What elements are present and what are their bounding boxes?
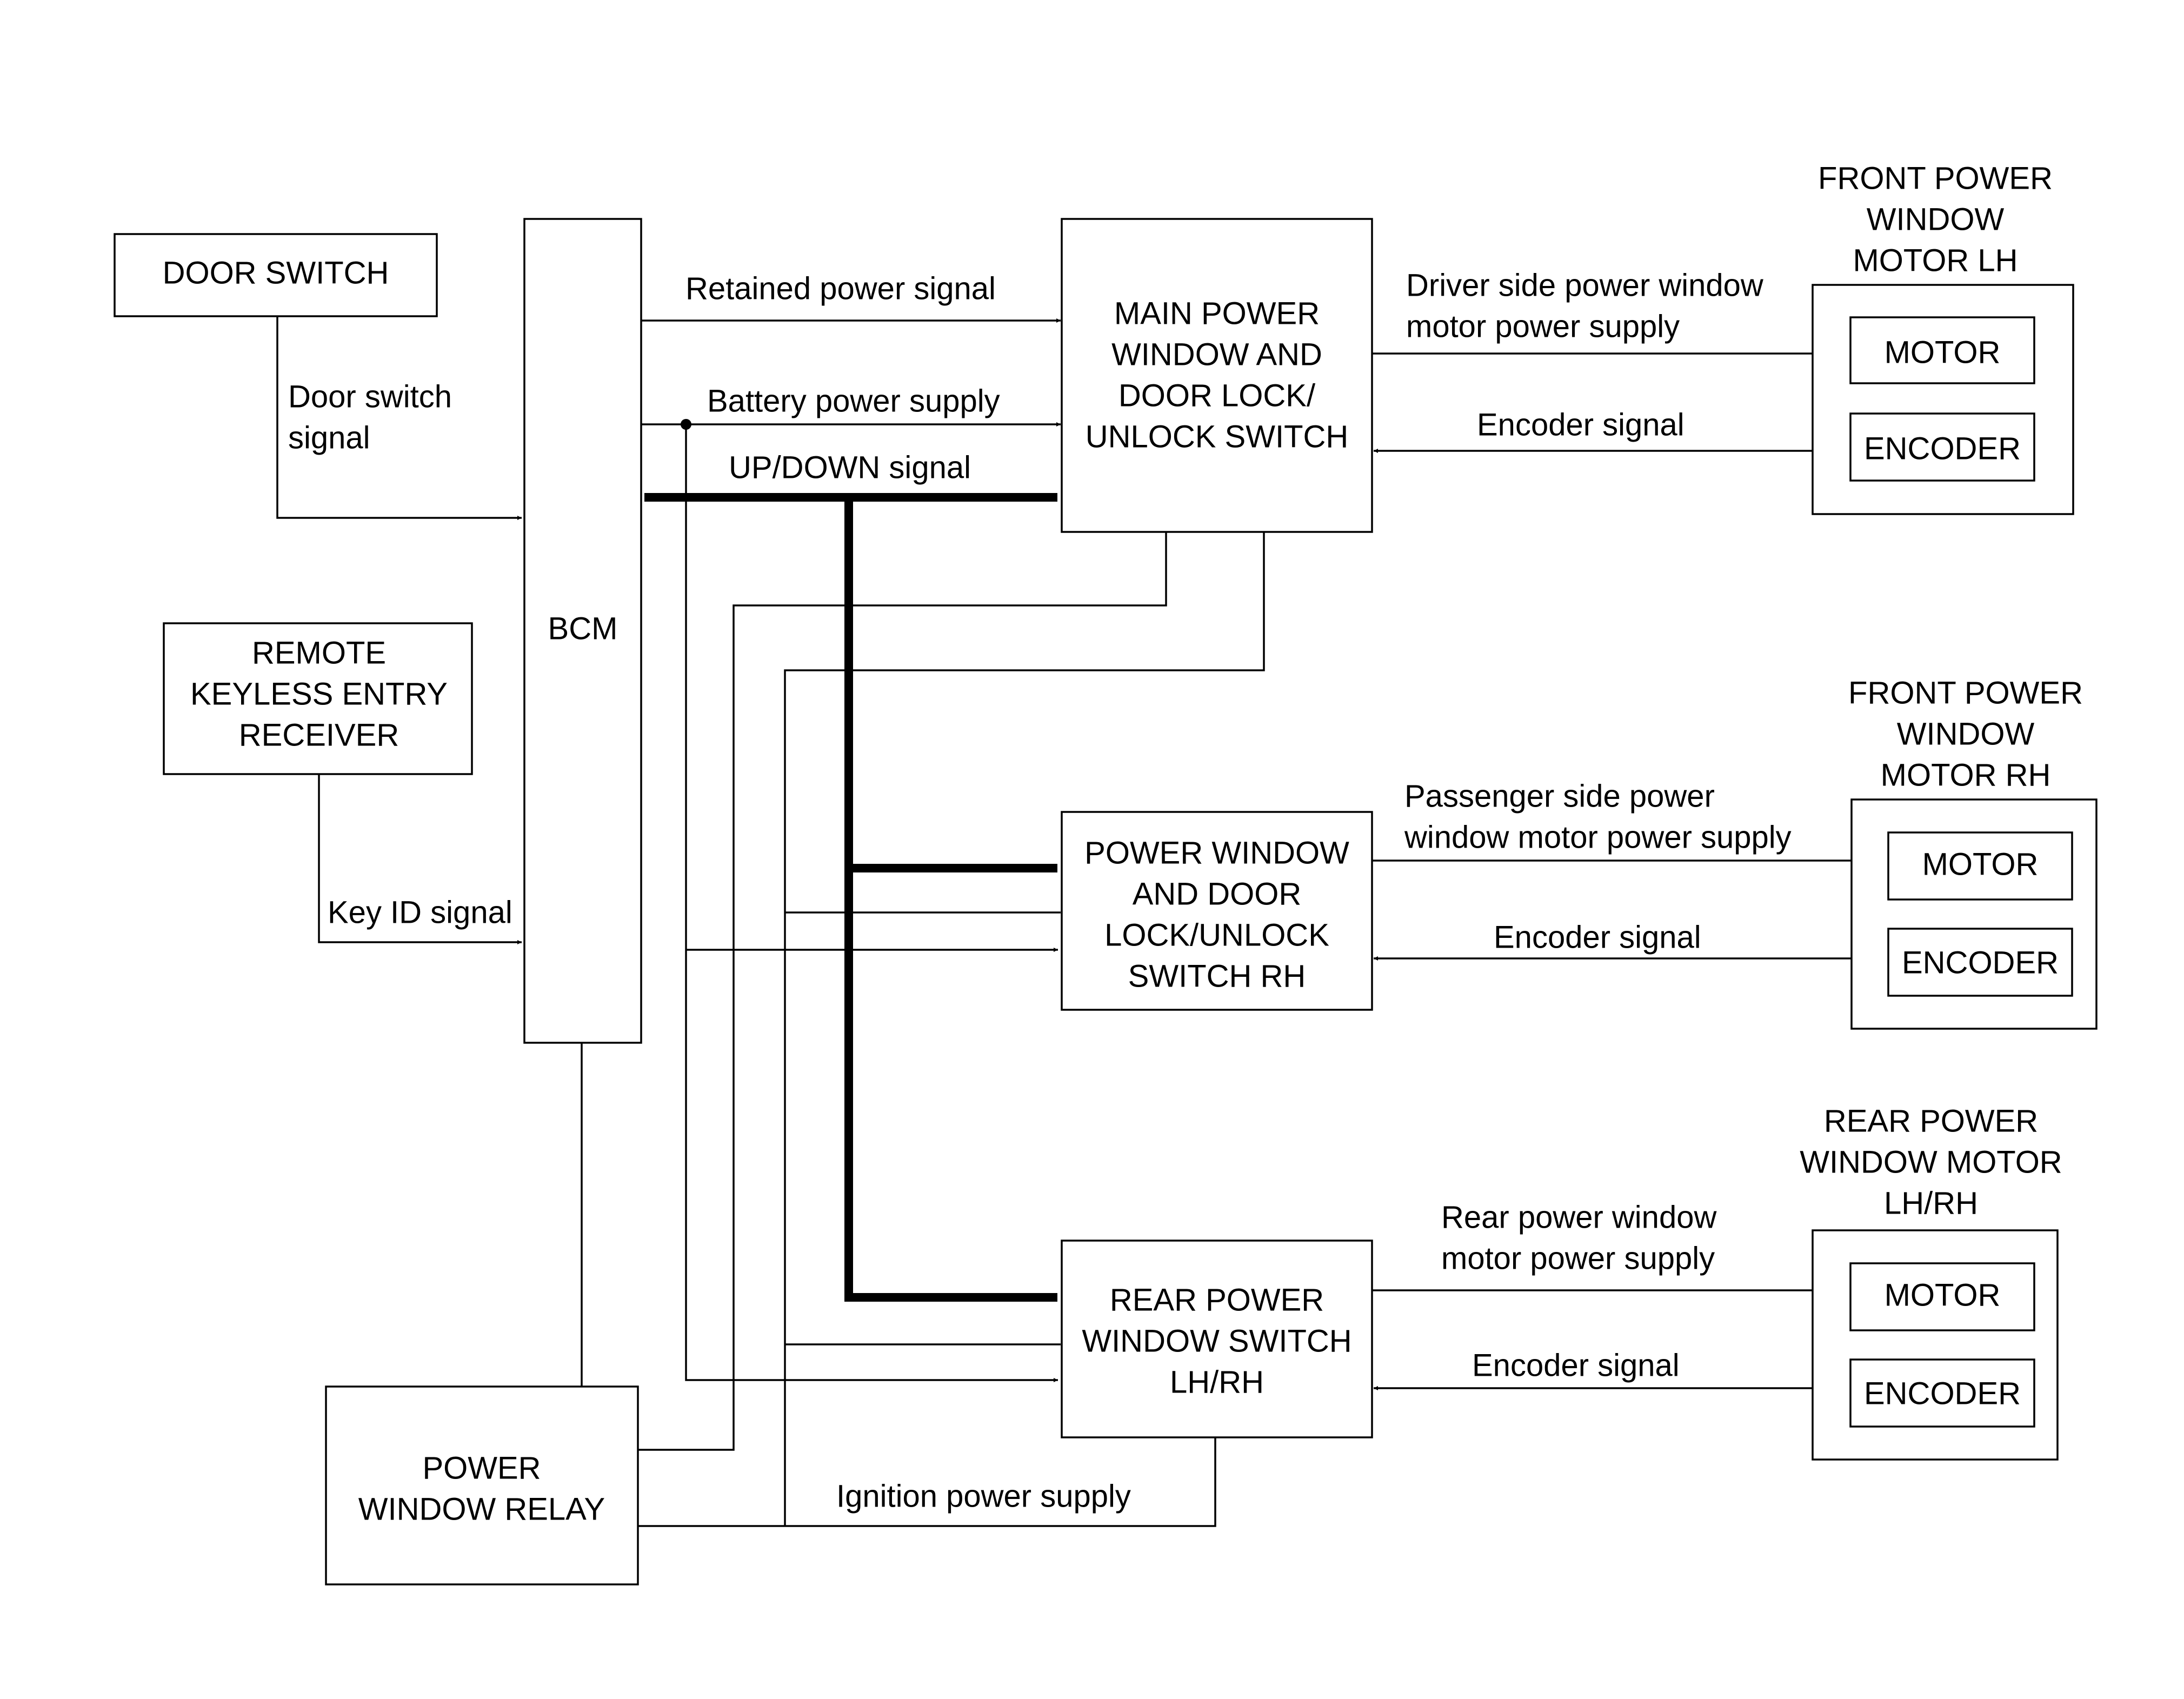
driver-supply-label-line2: motor power supply — [1406, 309, 1680, 344]
switch-rh-block: POWER WINDOW AND DOOR LOCK/UNLOCK SWITCH… — [1061, 811, 1373, 1011]
motor-rh-title-line3: MOTOR RH — [1881, 757, 2051, 792]
motor-lh-title-line1: FRONT POWER — [1818, 161, 2053, 196]
remote-keyless-label-line2: KEYLESS ENTRY — [190, 676, 448, 711]
door-switch-signal-label-line1: Door switch — [288, 379, 452, 414]
motor-rh-title-line2: WINDOW — [1897, 716, 2035, 751]
main-switch-label-line3: DOOR LOCK/ — [1118, 378, 1316, 413]
motor-rear-encoder-label: ENCODER — [1864, 1376, 2021, 1411]
bcm-block: BCM — [523, 218, 642, 1044]
motor-rear-group: REAR POWER WINDOW MOTOR LH/RH MOTOR ENCO… — [1800, 1103, 2062, 1461]
switch-rh-label-line3: LOCK/UNLOCK — [1104, 917, 1329, 952]
main-ignition-line — [784, 532, 1265, 1526]
bcm-label: BCM — [548, 611, 618, 646]
main-switch-label-line4: UNLOCK SWITCH — [1086, 419, 1349, 454]
motor-lh-encoder-label: ENCODER — [1864, 431, 2021, 466]
passenger-supply-label-line2: window motor power supply — [1404, 819, 1792, 855]
motor-lh-motor — [1849, 316, 2035, 384]
encoder-lh-label: Encoder signal — [1477, 407, 1684, 442]
encoder-rh-label: Encoder signal — [1494, 920, 1701, 955]
battery-power-label: Battery power supply — [707, 383, 1000, 418]
power-window-relay-block: POWER WINDOW RELAY — [325, 1385, 639, 1585]
motor-rh-motor-label: MOTOR — [1922, 847, 2039, 882]
motor-lh-motor-label: MOTOR — [1885, 335, 2001, 370]
motor-rh-group: FRONT POWER WINDOW MOTOR RH MOTOR ENCODE… — [1848, 675, 2098, 1030]
up-down-bus — [644, 493, 1057, 1302]
battery-junction-dot — [681, 419, 691, 430]
rear-switch-block: REAR POWER WINDOW SWITCH LH/RH — [1061, 1240, 1373, 1438]
motor-rear-title-line1: REAR POWER — [1824, 1103, 2038, 1138]
wiring — [276, 316, 1886, 1527]
ignition-power-label: Ignition power supply — [836, 1478, 1131, 1514]
rear-supply-label-line2: motor power supply — [1441, 1241, 1715, 1276]
motor-rh-motor — [1887, 831, 2073, 901]
main-to-relay-line — [638, 532, 1167, 1451]
rear-switch-label-line2: WINDOW SWITCH — [1082, 1323, 1351, 1358]
motor-rear-encoder — [1849, 1358, 2035, 1428]
rear-switch-label-line1: REAR POWER — [1110, 1282, 1324, 1317]
motor-rh-encoder-label: ENCODER — [1902, 945, 2059, 980]
key-id-signal-line — [318, 774, 522, 944]
motor-lh-encoder — [1849, 412, 2035, 482]
motor-rear-motor-label: MOTOR — [1885, 1277, 2001, 1312]
switch-rh-label-line1: POWER WINDOW — [1084, 835, 1349, 870]
motor-lh-title-line3: MOTOR LH — [1853, 243, 2017, 278]
main-switch-block: MAIN POWER WINDOW AND DOOR LOCK/ UNLOCK … — [1061, 218, 1373, 533]
door-switch-block: DOOR SWITCH — [114, 233, 438, 317]
rear-switch-label-line3: LH/RH — [1170, 1364, 1264, 1400]
driver-supply-label-line1: Driver side power window — [1406, 268, 1764, 303]
motor-lh-title-line2: WINDOW — [1867, 202, 2005, 237]
motor-rear-motor — [1849, 1262, 2035, 1331]
switch-rh-label-line4: SWITCH RH — [1128, 958, 1306, 994]
ignition-power-line — [638, 1437, 1216, 1527]
door-switch-signal-label-line2: signal — [288, 420, 370, 455]
motor-rear-title-line2: WINDOW MOTOR — [1800, 1144, 2062, 1180]
retained-power-label: Retained power signal — [685, 271, 996, 306]
up-down-label: UP/DOWN signal — [729, 450, 971, 485]
battery-branch-line — [685, 424, 1058, 1382]
motor-rh-encoder — [1887, 928, 2073, 997]
motor-rh-title-line1: FRONT POWER — [1848, 675, 2083, 710]
relay-label-line2: WINDOW RELAY — [358, 1491, 605, 1527]
up-down-trunk-line — [844, 497, 1057, 1302]
remote-keyless-block: REMOTE KEYLESS ENTRY RECEIVER — [163, 622, 473, 775]
motor-rear-title-line3: LH/RH — [1884, 1185, 1978, 1221]
remote-keyless-label-line1: REMOTE — [252, 635, 386, 670]
switch-rh-label-line2: AND DOOR — [1133, 876, 1302, 911]
passenger-supply-label-line1: Passenger side power — [1404, 778, 1715, 814]
remote-keyless-label-line3: RECEIVER — [239, 717, 399, 752]
main-switch-label-line2: WINDOW AND — [1111, 337, 1322, 372]
key-id-signal-label: Key ID signal — [328, 895, 512, 930]
encoder-rear-label: Encoder signal — [1472, 1348, 1680, 1383]
motor-lh-group: FRONT POWER WINDOW MOTOR LH MOTOR ENCODE… — [1812, 161, 2074, 515]
main-switch-label-line1: MAIN POWER — [1114, 296, 1320, 331]
door-switch-signal-line — [276, 316, 522, 520]
relay-label-line1: POWER — [422, 1450, 541, 1485]
door-switch-label: DOOR SWITCH — [163, 255, 389, 290]
rear-supply-label-line1: Rear power window — [1441, 1200, 1717, 1235]
signal-labels: Door switch signal Key ID signal Retaine… — [288, 268, 1792, 1514]
